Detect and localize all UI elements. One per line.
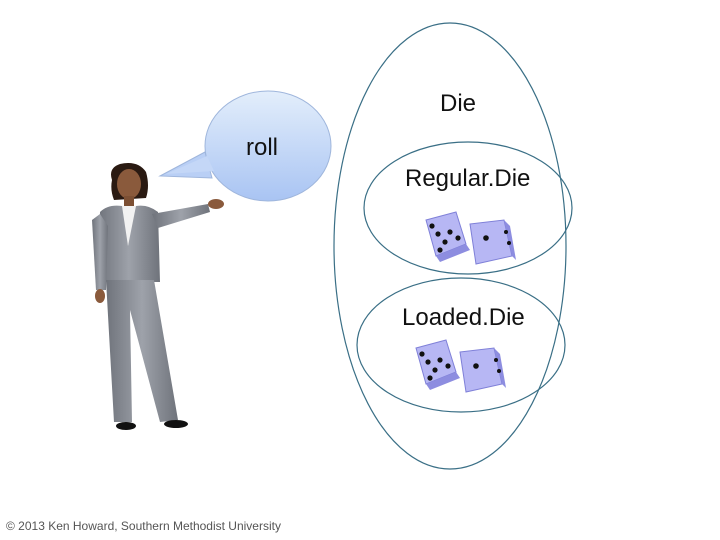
dice-pair-icon [415, 339, 506, 393]
loaded-die-label: Loaded.Die [402, 304, 525, 331]
loaded-die-ellipse [356, 277, 566, 413]
die-class-ellipse [333, 22, 567, 470]
person-presenter-icon [92, 163, 224, 430]
die-class-label: Die [440, 90, 477, 117]
copyright-notice: © 2013 Ken Howard, Southern Methodist Un… [6, 519, 281, 533]
dice-pair-icon [425, 211, 516, 265]
regular-die-label: Regular.Die [405, 165, 531, 192]
regular-die-ellipse [363, 141, 573, 275]
roll-message-label: roll [246, 134, 279, 161]
speech-bubble [158, 90, 332, 202]
